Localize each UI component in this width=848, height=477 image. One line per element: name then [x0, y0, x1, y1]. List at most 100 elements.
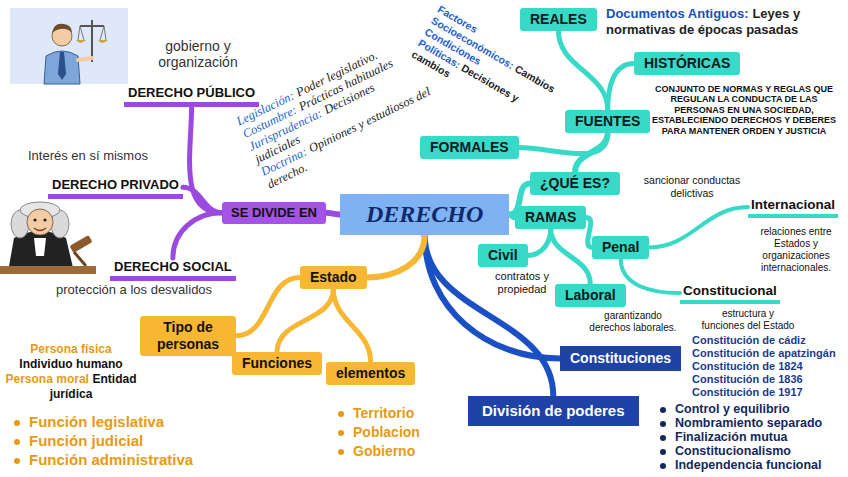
node-text: elementos [336, 365, 405, 381]
branch-connector [425, 235, 560, 358]
node-text: HISTÓRICAS [644, 55, 730, 71]
annotation: CONJUNTO DE NORMAS Y REGLAS QUE REGULAN … [648, 84, 840, 136]
text-line: Constitución de cádiz [692, 334, 836, 347]
label-text: Documentos Antiguos: [606, 6, 749, 21]
branch-connector [183, 187, 222, 213]
label-text: Individuo humano [19, 357, 122, 371]
text-line: Función administrativa [14, 450, 193, 469]
annotation: contratos y propiedad [484, 270, 560, 296]
text-line: Documentos Antiguos:Leyes y normativas d… [606, 6, 842, 38]
annotation: Función legislativaFunción judicialFunci… [14, 412, 193, 469]
node-text: DERECHO SOCIAL [114, 259, 232, 274]
branch-band: Civil [478, 244, 528, 267]
bullet-dot [660, 463, 666, 469]
label-text: Cambios [513, 62, 557, 95]
branch-connector [190, 107, 222, 213]
branch-connector [367, 235, 425, 277]
annotation: garantizando derechos laborales. [588, 310, 678, 334]
text-line: Constitucionalismo [660, 444, 822, 458]
text-line: Constitución de 1824 [692, 360, 836, 373]
text-line: Interés en sí mismos [28, 148, 148, 163]
label-text: Constitución de cádiz [692, 334, 806, 346]
branch-connector [519, 133, 608, 154]
node-text: FUENTES [575, 113, 640, 129]
text-line: Costumbre:Prácticas habituales [240, 45, 417, 141]
bullet-dot [338, 411, 344, 417]
branch-band: Laboral [555, 284, 626, 307]
branch-connector [551, 229, 591, 284]
branch-connector [528, 229, 551, 256]
annotation: Constitución de cádizConstitución de apa… [692, 334, 836, 399]
label-text: Interés en sí mismos [28, 148, 148, 163]
label-text: Control y equilibrio [675, 402, 790, 416]
branch-label: DERECHO PÚBLICO [124, 84, 259, 107]
label-text: Constitución de apatzingán [692, 347, 836, 359]
node-text: DERECHO [366, 201, 483, 227]
label-text: relaciones entre Estados y organizacione… [760, 226, 831, 273]
branch-band: RAMAS [515, 206, 586, 229]
text-line: Función legislativa [14, 412, 193, 431]
text-line: contratos y propiedad [484, 270, 560, 296]
branch-band: REALES [520, 8, 597, 31]
text-line: Persona moralEntidad jurídica [4, 372, 138, 402]
text-line: Independencia funcional [660, 458, 822, 472]
branch-connector [558, 31, 607, 110]
bullet-dot [14, 458, 20, 464]
branch-band: SE DIVIDE EN [222, 202, 326, 224]
bullet-dot [660, 421, 666, 427]
node-text: Estado [310, 269, 357, 285]
node-text: DERECHO PRIVADO [52, 177, 179, 192]
bullet-dot [338, 449, 344, 455]
text-line: CONJUNTO DE NORMAS Y REGLAS QUE REGULAN … [648, 84, 840, 136]
branch-connector [277, 289, 333, 352]
branch-band: Tipo de personas [140, 316, 236, 356]
label-text: Constitución de 1917 [692, 386, 803, 398]
label-text: Nombramiento separado [675, 416, 822, 430]
label-text: Independencia funcional [675, 458, 822, 472]
annotation: gobierno y organización [146, 38, 250, 70]
text-line: gobierno y organización [146, 38, 250, 70]
text-line: Control y equilibrio [660, 402, 822, 416]
text-line: Individuo humano [4, 357, 138, 372]
branch-label: Internacional [748, 196, 838, 218]
label-text: Constitución de 1836 [692, 373, 803, 385]
branch-band: Penal [592, 236, 649, 259]
branch-connector [333, 289, 370, 362]
annotation: estructura y funciones del Estado [700, 308, 796, 332]
text-line: Territorio [338, 404, 420, 423]
text-line: Persona física [4, 342, 138, 357]
label-text: Función administrativa [29, 451, 193, 468]
annotation: Control y equilibrioNombramiento separad… [660, 402, 822, 472]
branch-band: HISTÓRICAS [634, 52, 740, 75]
annotation: Interés en sí mismos [28, 148, 148, 163]
bullet-dot [660, 435, 666, 441]
node-text: ¿QUÉ ES? [540, 175, 610, 191]
node-text: Tipo de personas [157, 319, 219, 352]
annotation: Persona físicaIndividuo humanoPersona mo… [4, 342, 138, 402]
branch-band: Estado [300, 266, 367, 289]
node-text: DERECHO PÚBLICO [128, 85, 255, 100]
label-text: sancionar conductas delictivas [644, 174, 740, 199]
node-text: Constitucional [683, 283, 777, 298]
node-text: Laboral [565, 287, 616, 303]
branch-box: División de poderes [468, 396, 639, 426]
label-text: Persona física [30, 342, 111, 356]
annotation: protección a los desvalidos [56, 282, 212, 297]
branch-label: DERECHO SOCIAL [110, 258, 236, 281]
text-line: estructura y funciones del Estado [700, 308, 796, 332]
label-text: protección a los desvalidos [56, 282, 212, 297]
text-line: Constitución de 1836 [692, 373, 836, 386]
bullet-dot [660, 407, 666, 413]
text-line: Poblacion [338, 423, 420, 442]
text-line: Constitución de 1917 [692, 386, 836, 399]
label-text: estructura y funciones del Estado [702, 308, 795, 331]
branch-connector [621, 259, 680, 293]
node-text: Constituciones [570, 350, 671, 366]
text-line: Función judicial [14, 431, 193, 450]
branch-connector [326, 213, 340, 215]
branch-label: Constitucional [680, 282, 780, 304]
branch-connector [425, 235, 554, 396]
node-text: División de poderes [482, 402, 625, 419]
node-text: Funciones [242, 355, 312, 371]
text-line: Nombramiento separado [660, 416, 822, 430]
